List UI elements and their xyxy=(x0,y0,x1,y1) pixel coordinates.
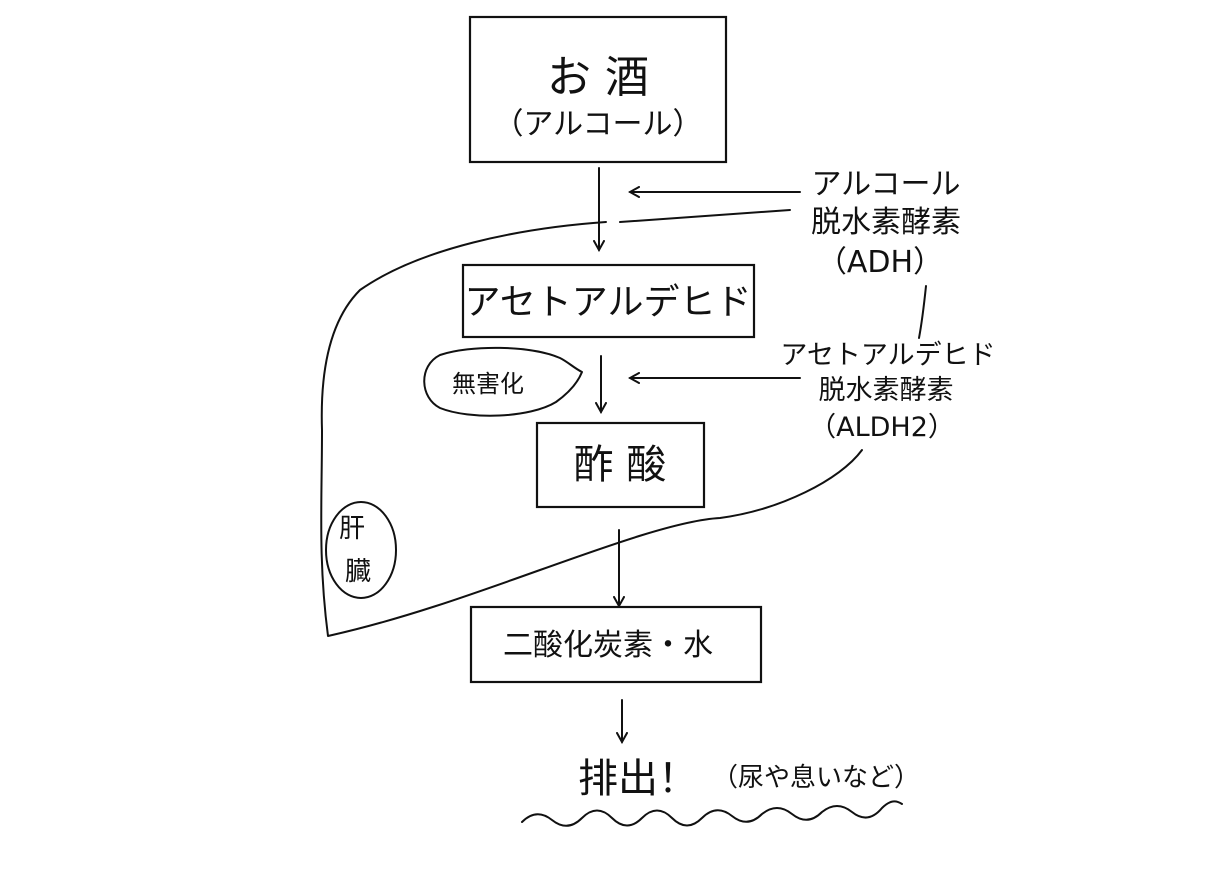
detox-label: 無害化 xyxy=(452,370,524,398)
detox-speech-bubble: 無害化 xyxy=(423,346,583,417)
adh-label-line2: 脱水素酵素 xyxy=(811,205,961,240)
acetic-acid-label: 酢 酸 xyxy=(574,442,667,488)
alcohol-node: お 酒 （アルコール） xyxy=(468,15,728,164)
acetic-acid-node: 酢 酸 xyxy=(535,421,706,509)
liver-label-line1: 肝 xyxy=(339,514,365,544)
detox-bubble-outline xyxy=(423,346,583,417)
adh-label-line1: アルコール xyxy=(811,167,960,202)
liver-callout: 肝 臓 xyxy=(325,501,397,599)
alcohol-subtitle: （アルコール） xyxy=(493,107,702,142)
aldh2-label-line2: 脱水素酵素 xyxy=(819,375,954,406)
excretion-label: 排出！ xyxy=(578,756,698,802)
aldh2-label-line1: アセトアルデヒド xyxy=(780,340,995,371)
excretion-note: （尿や息いなど） xyxy=(712,763,920,793)
co2-water-node: 二酸化炭素・水 xyxy=(469,605,763,684)
co2-water-label: 二酸化炭素・水 xyxy=(503,628,713,663)
liver-outline xyxy=(320,221,863,637)
liver-label-line2: 臓 xyxy=(345,557,371,587)
aldh2-label-line3: （ALDH2） xyxy=(809,412,955,443)
excretion-node: 排出！ （尿や息いなど） xyxy=(521,756,920,827)
enzyme-connector xyxy=(918,285,927,339)
liver-callout-circle xyxy=(325,501,397,599)
excretion-wavy-underline xyxy=(521,800,903,827)
adh-enzyme-label: アルコール 脱水素酵素 （ADH） xyxy=(811,167,961,280)
aldh2-enzyme-label: アセトアルデヒド 脱水素酵素 （ALDH2） xyxy=(780,340,995,443)
acetaldehyde-node: アセトアルデヒド xyxy=(461,263,756,339)
acetaldehyde-label: アセトアルデヒド xyxy=(465,282,752,323)
adh-label-line3: （ADH） xyxy=(817,245,943,280)
adh-line-lower xyxy=(619,209,791,223)
alcohol-title: お 酒 xyxy=(547,52,649,103)
